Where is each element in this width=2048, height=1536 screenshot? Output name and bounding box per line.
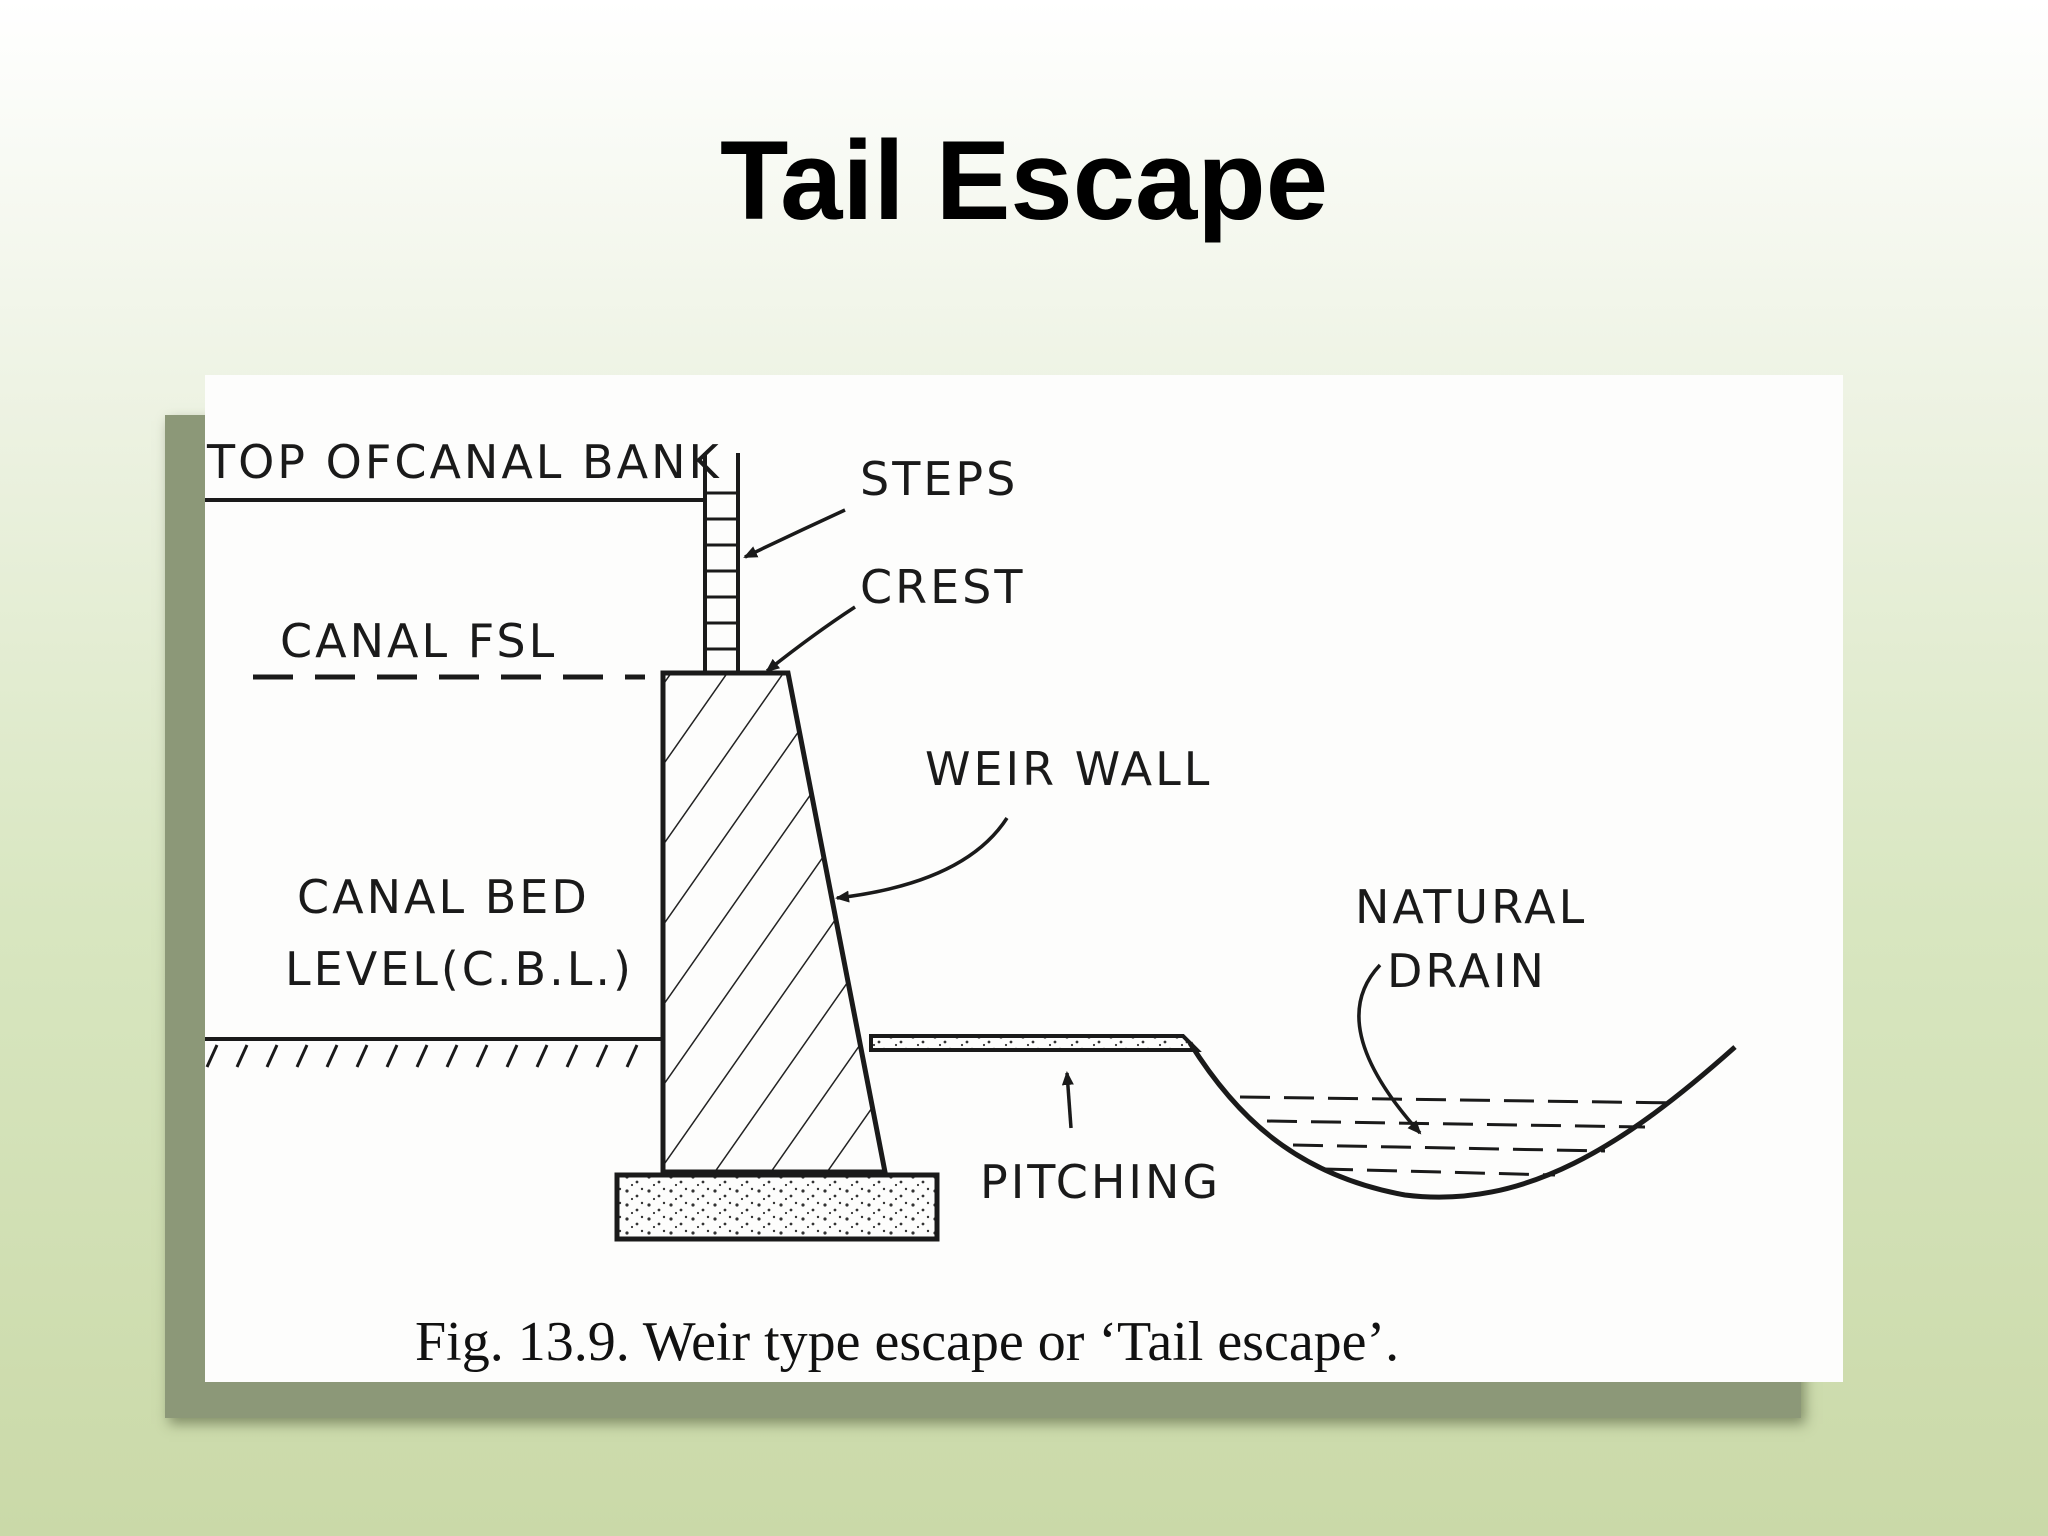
- label-steps: STEPS: [860, 452, 1018, 506]
- weir-escape-diagram: TOP OFCANAL BANK STEPS CREST CANAL FSL W…: [205, 435, 1737, 1373]
- slide-title: Tail Escape: [719, 118, 1328, 243]
- label-top-of-canal-bank: TOP OFCANAL BANK: [206, 435, 722, 489]
- label-crest: CREST: [860, 560, 1025, 614]
- canal-bed-hatching: [205, 1044, 639, 1068]
- weir-wall-arrow: [835, 817, 1009, 903]
- label-canal-fsl: CANAL FSL: [280, 614, 557, 668]
- pitching: [869, 1034, 1202, 1052]
- crest-arrow: [765, 605, 856, 673]
- pitching-arrow: [1061, 1071, 1074, 1129]
- label-canal-bed-line2: LEVEL(C.B.L.): [285, 942, 634, 996]
- weir-escape-figure: TOP OFCANAL BANK STEPS CREST CANAL FSL W…: [205, 375, 1843, 1382]
- weir-wall: [660, 670, 889, 1175]
- drain-water: [1239, 1095, 1681, 1177]
- label-pitching: PITCHING: [980, 1155, 1221, 1209]
- foundation-base: [614, 1172, 940, 1242]
- label-weir-wall: WEIR WALL: [925, 742, 1212, 796]
- label-drain: DRAIN: [1387, 944, 1547, 998]
- label-natural: NATURAL: [1355, 880, 1587, 934]
- figure-caption: Fig. 13.9. Weir type escape or ‘Tail esc…: [415, 1311, 1399, 1373]
- steps-arrow: [743, 508, 846, 559]
- label-canal-bed-line1: CANAL BED: [297, 870, 590, 924]
- steps-ladder: [703, 453, 740, 673]
- natural-drain-channel: [1187, 1041, 1737, 1200]
- natural-drain-arrow: [1357, 963, 1422, 1135]
